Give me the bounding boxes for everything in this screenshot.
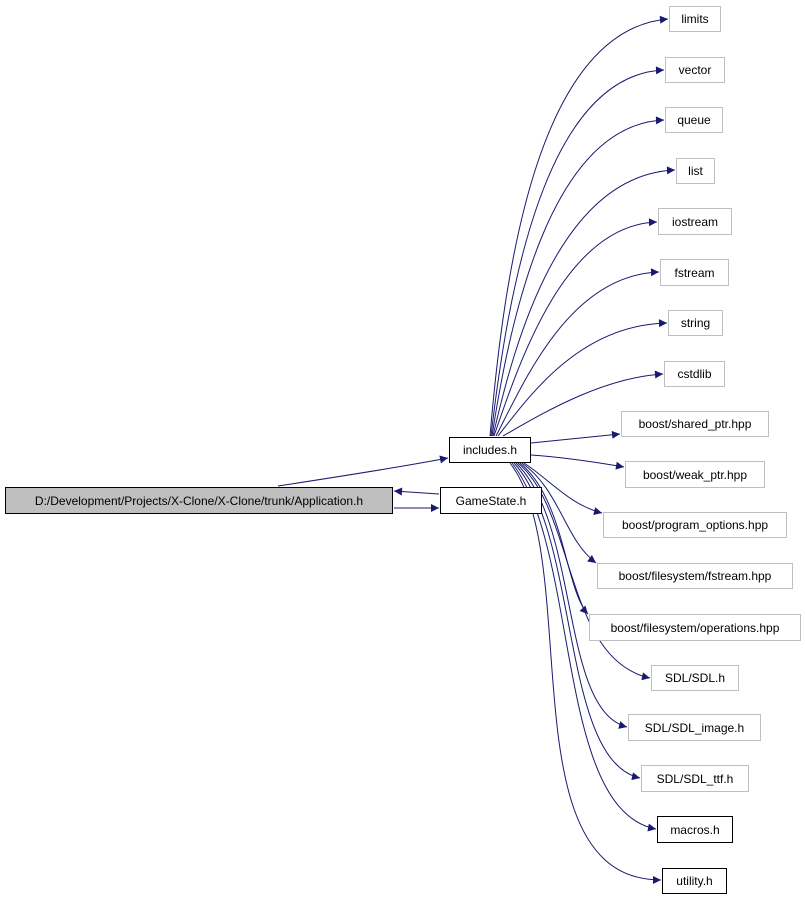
node-label: cstdlib bbox=[677, 367, 712, 381]
node-label: utility.h bbox=[676, 874, 713, 888]
edge-includes-to-list bbox=[492, 166, 676, 437]
node-boost-program-options[interactable]: boost/program_options.hpp bbox=[603, 512, 787, 538]
node-vector[interactable]: vector bbox=[665, 57, 725, 83]
node-label: macros.h bbox=[670, 822, 720, 837]
node-label: limits bbox=[681, 12, 709, 26]
node-list[interactable]: list bbox=[676, 158, 715, 184]
edge-includes-to-fstream bbox=[495, 268, 660, 437]
node-label: D:/Development/Projects/X-Clone/X-Clone/… bbox=[34, 493, 364, 508]
node-label: boost/filesystem/operations.hpp bbox=[610, 620, 780, 635]
node-boost-weak-ptr[interactable]: boost/weak_ptr.hpp bbox=[625, 461, 765, 488]
edge-includes-to-cstdlib bbox=[502, 370, 664, 437]
node-application-h[interactable]: D:/Development/Projects/X-Clone/X-Clone/… bbox=[5, 487, 393, 514]
node-label: list bbox=[688, 164, 703, 178]
node-string[interactable]: string bbox=[668, 310, 723, 336]
node-sdl-image-h[interactable]: SDL/SDL_image.h bbox=[628, 714, 761, 741]
edge-includes-to-program-options bbox=[523, 462, 603, 515]
edge-includes-to-string bbox=[497, 319, 668, 437]
node-includes-h[interactable]: includes.h bbox=[449, 437, 531, 463]
node-queue[interactable]: queue bbox=[665, 107, 723, 133]
node-label: boost/shared_ptr.hpp bbox=[638, 417, 752, 431]
node-macros-h[interactable]: macros.h bbox=[657, 816, 733, 843]
edge-gamestate-to-application bbox=[393, 487, 440, 496]
node-cstdlib[interactable]: cstdlib bbox=[664, 361, 725, 387]
edge-includes-to-iostream bbox=[493, 218, 658, 437]
node-label: queue bbox=[677, 113, 711, 127]
edge-includes-to-utility bbox=[509, 462, 662, 884]
node-label: GameState.h bbox=[455, 493, 527, 508]
node-label: boost/program_options.hpp bbox=[621, 518, 769, 532]
edge-includes-to-queue bbox=[491, 116, 665, 437]
node-fstream[interactable]: fstream bbox=[660, 259, 729, 286]
edge-includes-to-vector bbox=[490, 66, 665, 437]
node-label: iostream bbox=[671, 214, 718, 229]
edge-includes-to-shared-ptr bbox=[530, 430, 621, 444]
edge-application-to-includes bbox=[277, 455, 449, 487]
node-limits[interactable]: limits bbox=[669, 6, 721, 32]
node-sdl-ttf-h[interactable]: SDL/SDL_ttf.h bbox=[641, 765, 749, 792]
node-label: string bbox=[680, 316, 711, 330]
node-utility-h[interactable]: utility.h bbox=[662, 868, 727, 894]
node-boost-shared-ptr[interactable]: boost/shared_ptr.hpp bbox=[621, 411, 769, 437]
node-sdl-sdl-h[interactable]: SDL/SDL.h bbox=[651, 665, 739, 691]
node-label: vector bbox=[678, 63, 712, 77]
edge-includes-to-weak-ptr bbox=[530, 454, 625, 470]
node-iostream[interactable]: iostream bbox=[658, 208, 732, 235]
edge-includes-to-sdl bbox=[517, 462, 651, 681]
edge-includes-to-fs-fstream bbox=[521, 462, 597, 564]
node-label: boost/weak_ptr.hpp bbox=[642, 467, 748, 482]
node-boost-filesystem-fstream[interactable]: boost/filesystem/fstream.hpp bbox=[597, 563, 793, 589]
node-gamestate-h[interactable]: GameState.h bbox=[440, 487, 542, 514]
node-label: includes.h bbox=[462, 443, 518, 457]
node-label: SDL/SDL_image.h bbox=[644, 720, 745, 735]
node-boost-filesystem-operations[interactable]: boost/filesystem/operations.hpp bbox=[589, 614, 801, 641]
node-label: boost/filesystem/fstream.hpp bbox=[618, 569, 772, 583]
node-label: SDL/SDL.h bbox=[664, 671, 726, 685]
edge-includes-to-limits bbox=[489, 15, 669, 437]
node-label: fstream bbox=[674, 265, 715, 280]
node-label: SDL/SDL_ttf.h bbox=[656, 771, 734, 786]
